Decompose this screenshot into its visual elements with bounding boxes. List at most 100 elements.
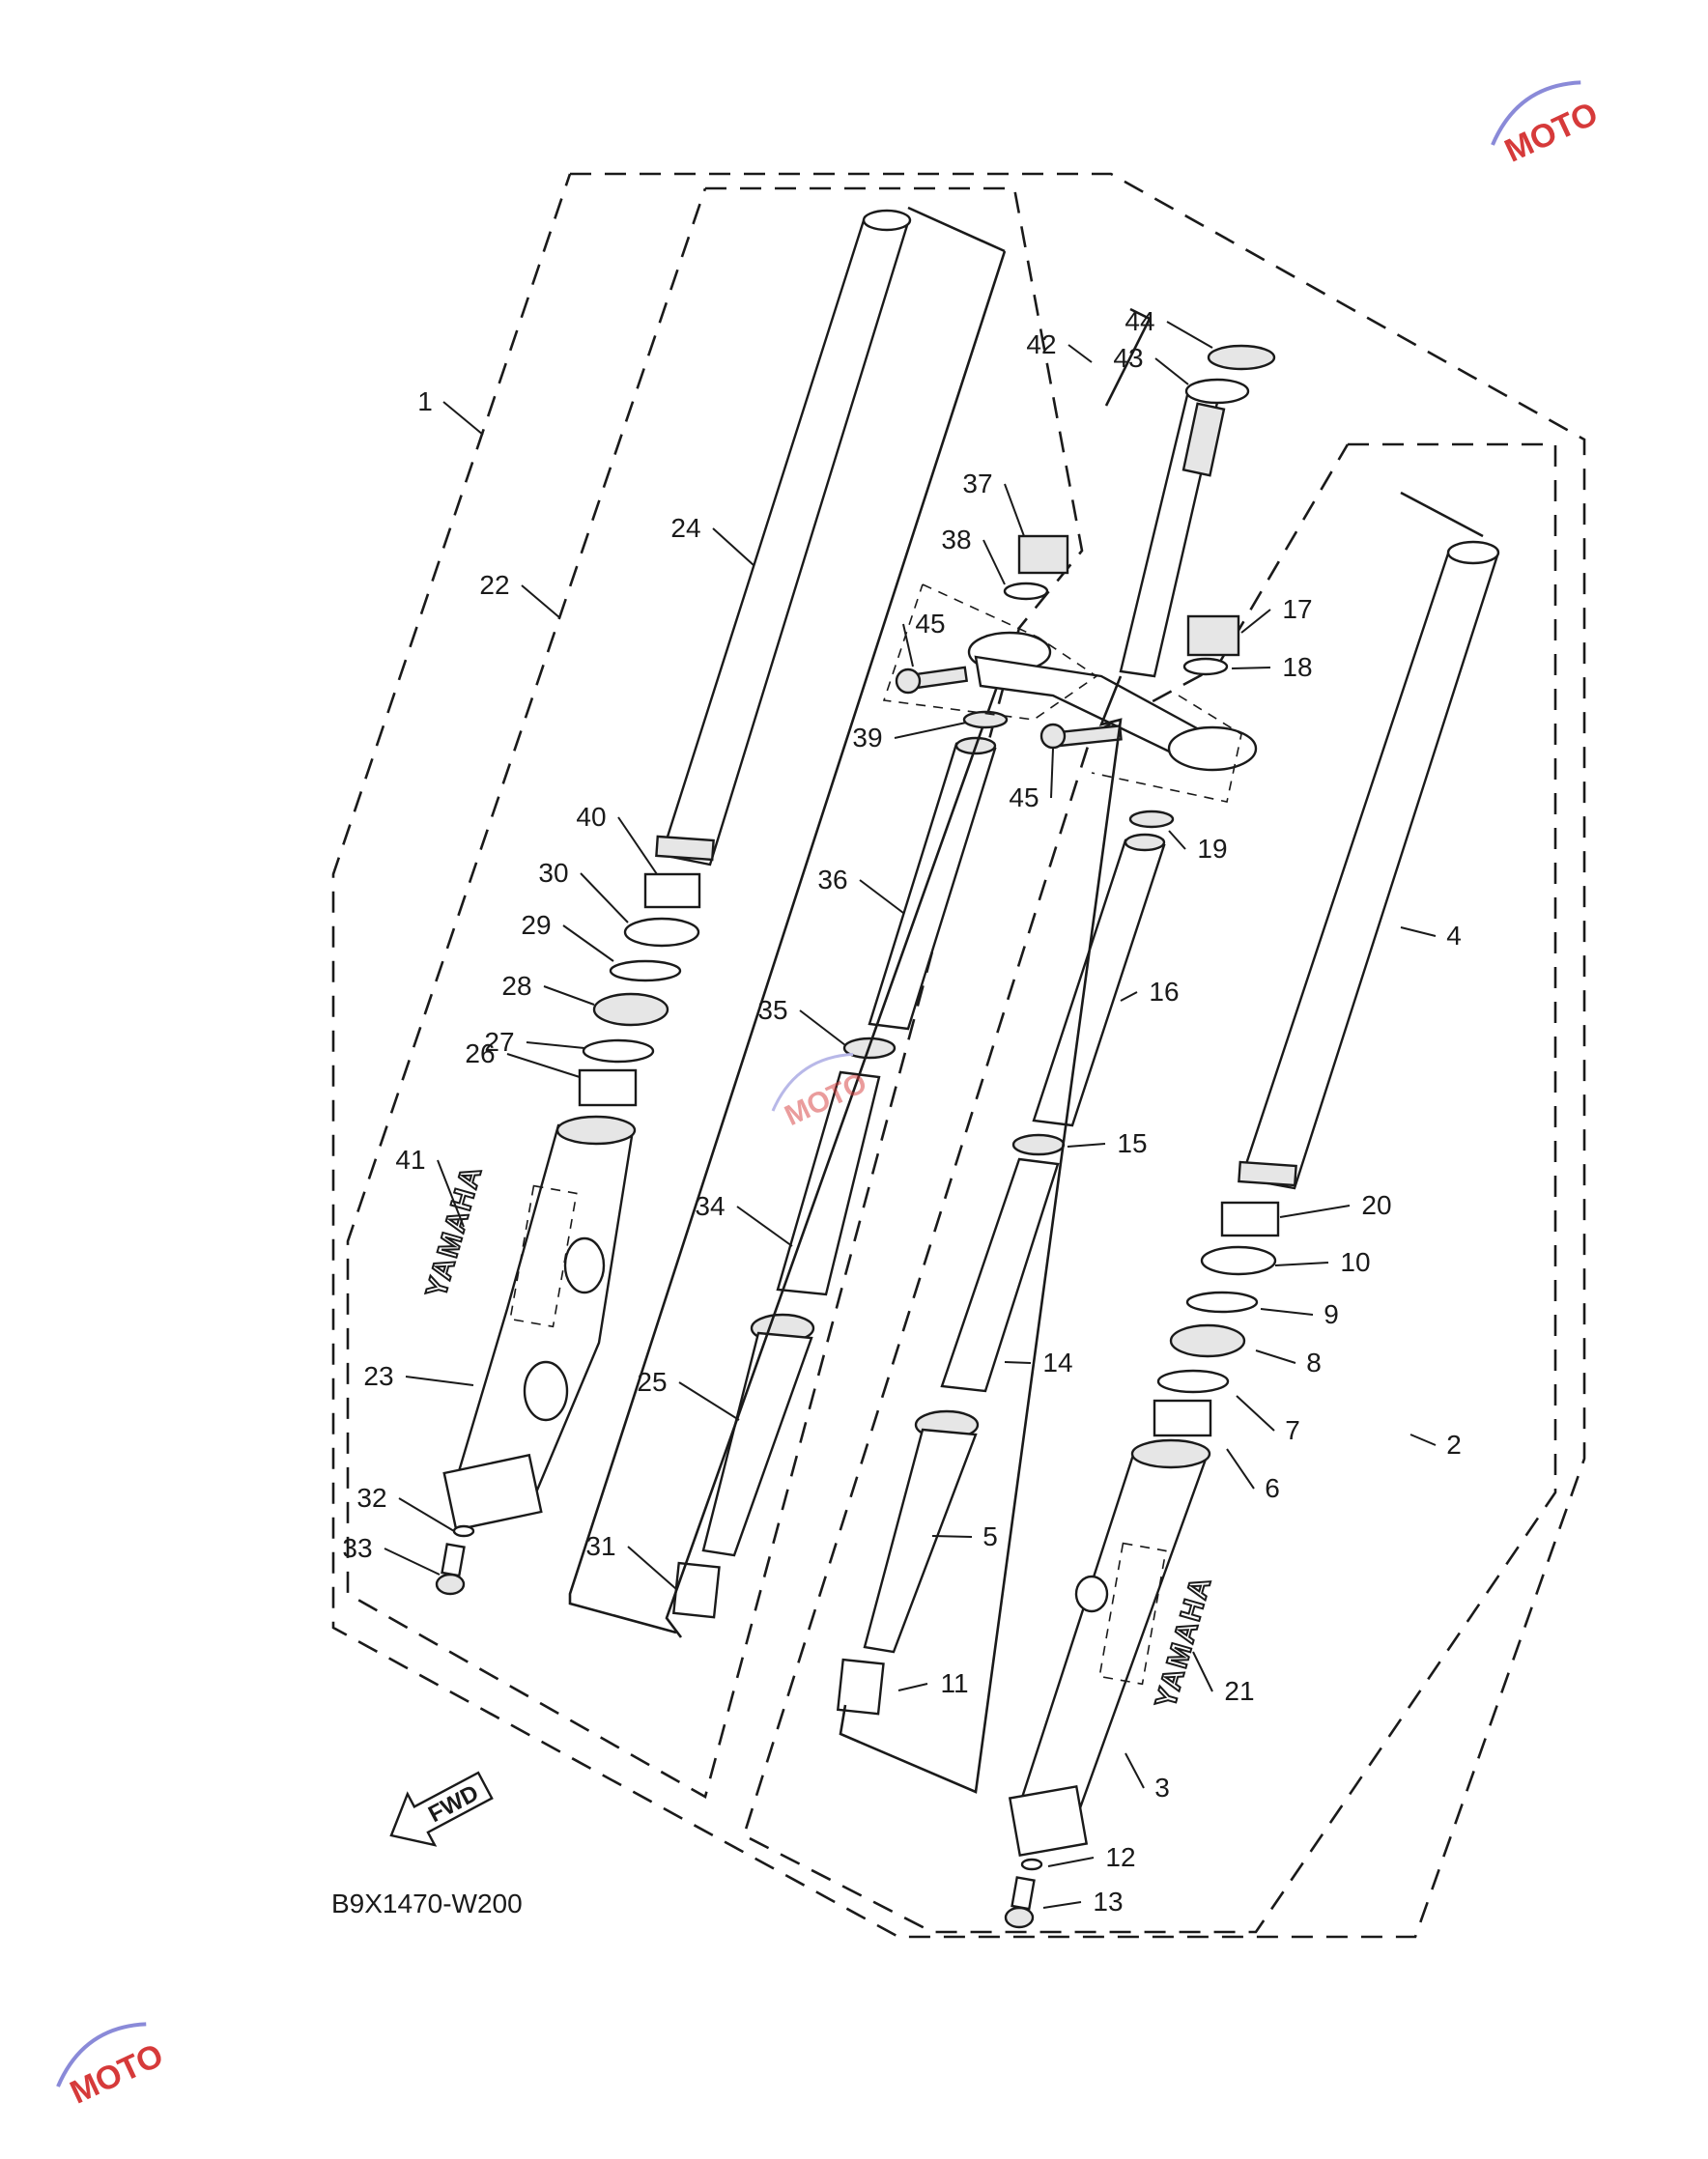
callout-leader bbox=[627, 1546, 677, 1590]
callout-17: 17 bbox=[1240, 594, 1313, 634]
callout-29: 29 bbox=[521, 910, 614, 962]
callout-number: 45 bbox=[915, 609, 945, 639]
callout-number: 37 bbox=[962, 469, 992, 498]
callout-number: 30 bbox=[538, 858, 568, 888]
callout-22: 22 bbox=[479, 570, 561, 619]
washer-39 bbox=[962, 710, 1009, 729]
boundary-22 bbox=[346, 186, 1084, 1799]
callout-leader bbox=[1120, 991, 1138, 1002]
callout-8: 8 bbox=[1255, 1348, 1322, 1378]
callout-36: 36 bbox=[817, 865, 904, 914]
callout-leader bbox=[1260, 1308, 1314, 1316]
callout-number: 39 bbox=[852, 723, 882, 753]
callout-6: 6 bbox=[1226, 1448, 1280, 1503]
tube-24-guide bbox=[907, 206, 1006, 253]
callout-11: 11 bbox=[897, 1668, 969, 1698]
callout-40: 40 bbox=[576, 802, 658, 875]
callout-number: 35 bbox=[757, 995, 787, 1025]
o-ring-18 bbox=[1182, 657, 1229, 676]
callout-leader bbox=[1400, 926, 1437, 937]
callout-number: 23 bbox=[363, 1361, 393, 1391]
damper-rod-25 bbox=[701, 1331, 813, 1557]
callout-15: 15 bbox=[1067, 1128, 1148, 1158]
callout-leader bbox=[1154, 357, 1189, 385]
callout-2: 2 bbox=[1409, 1430, 1462, 1460]
callout-leader bbox=[1274, 1262, 1329, 1266]
washer-8 bbox=[1169, 1323, 1246, 1358]
callout-number: 27 bbox=[484, 1027, 514, 1057]
callout-leader bbox=[799, 1009, 846, 1046]
caliper-mount-right bbox=[1074, 1575, 1109, 1613]
callout-number: 16 bbox=[1149, 977, 1179, 1007]
callout-23: 23 bbox=[363, 1361, 474, 1391]
callout-number: 38 bbox=[941, 525, 971, 554]
callout-13: 13 bbox=[1042, 1887, 1124, 1917]
callout-35: 35 bbox=[757, 995, 846, 1046]
bushing-6 bbox=[1153, 1399, 1212, 1437]
callout-27: 27 bbox=[484, 1027, 585, 1057]
caliper-mount-lower bbox=[523, 1360, 569, 1422]
nut-44 bbox=[1207, 344, 1276, 371]
brand-right: YAMAHA bbox=[1150, 1572, 1218, 1712]
callout-33: 33 bbox=[342, 1533, 441, 1576]
callout-leader bbox=[1168, 830, 1186, 850]
callout-leader bbox=[506, 1053, 581, 1078]
stem-42-thread bbox=[1181, 402, 1226, 477]
callout-21: 21 bbox=[1192, 1651, 1255, 1706]
callout-leader bbox=[736, 1206, 793, 1247]
callout-18: 18 bbox=[1231, 652, 1313, 682]
bushing-26 bbox=[578, 1068, 638, 1107]
callout-leader bbox=[437, 1159, 465, 1228]
spring-36 bbox=[868, 742, 997, 1031]
callout-45: 45 bbox=[1009, 748, 1054, 812]
callout-4: 4 bbox=[1400, 921, 1462, 951]
callout-leader bbox=[1279, 1205, 1351, 1218]
callout-leader bbox=[442, 401, 484, 436]
damper-rod-5 bbox=[863, 1428, 978, 1654]
callout-1: 1 bbox=[417, 386, 484, 436]
clip-9 bbox=[1185, 1291, 1259, 1314]
callout-leader bbox=[678, 1381, 740, 1421]
washer-27 bbox=[582, 1038, 655, 1064]
callout-number: 44 bbox=[1124, 306, 1154, 336]
callout-number: 4 bbox=[1446, 921, 1462, 951]
callout-leader bbox=[931, 1535, 973, 1538]
washer-12 bbox=[1020, 1858, 1043, 1871]
callout-number: 40 bbox=[576, 802, 606, 832]
callout-number: 24 bbox=[670, 513, 700, 543]
washer-7 bbox=[1156, 1369, 1230, 1394]
callout-7: 7 bbox=[1236, 1395, 1300, 1445]
callout-number: 7 bbox=[1285, 1415, 1300, 1445]
oil-seal-30 bbox=[623, 917, 700, 948]
callout-10: 10 bbox=[1274, 1247, 1371, 1277]
callout-number: 41 bbox=[395, 1145, 425, 1175]
callout-5: 5 bbox=[931, 1521, 998, 1551]
bushing-40 bbox=[643, 872, 701, 909]
spring-14 bbox=[940, 1157, 1060, 1393]
callout-leader bbox=[859, 879, 904, 914]
callout-number: 29 bbox=[521, 910, 551, 940]
bracket-right-boss bbox=[1167, 725, 1258, 772]
washer-32 bbox=[452, 1524, 475, 1538]
callout-26: 26 bbox=[465, 1038, 581, 1078]
label-area-21 bbox=[1098, 1542, 1167, 1686]
bolt-13 bbox=[1011, 1876, 1036, 1911]
callout-leader bbox=[1409, 1434, 1437, 1446]
bolt-45-left-head bbox=[895, 668, 922, 695]
callout-leader bbox=[1004, 483, 1025, 537]
spring-16-top bbox=[1124, 833, 1166, 852]
steering-stem-assembly bbox=[882, 307, 1276, 829]
callout-24: 24 bbox=[670, 513, 754, 566]
tube-24-bottom-ring bbox=[655, 835, 715, 862]
callout-leader bbox=[1226, 1448, 1255, 1490]
callout-14: 14 bbox=[1004, 1348, 1073, 1378]
callout-leader bbox=[1192, 1651, 1213, 1692]
callout-number: 12 bbox=[1105, 1842, 1135, 1872]
brand-left: YAMAHA bbox=[420, 1161, 489, 1301]
watermark-swoosh-center bbox=[771, 1052, 854, 1112]
callout-leader bbox=[543, 985, 595, 1006]
callout-leader bbox=[894, 722, 967, 739]
callout-number: 6 bbox=[1265, 1473, 1280, 1503]
callout-leader bbox=[526, 1041, 585, 1049]
callout-37: 37 bbox=[962, 469, 1025, 537]
